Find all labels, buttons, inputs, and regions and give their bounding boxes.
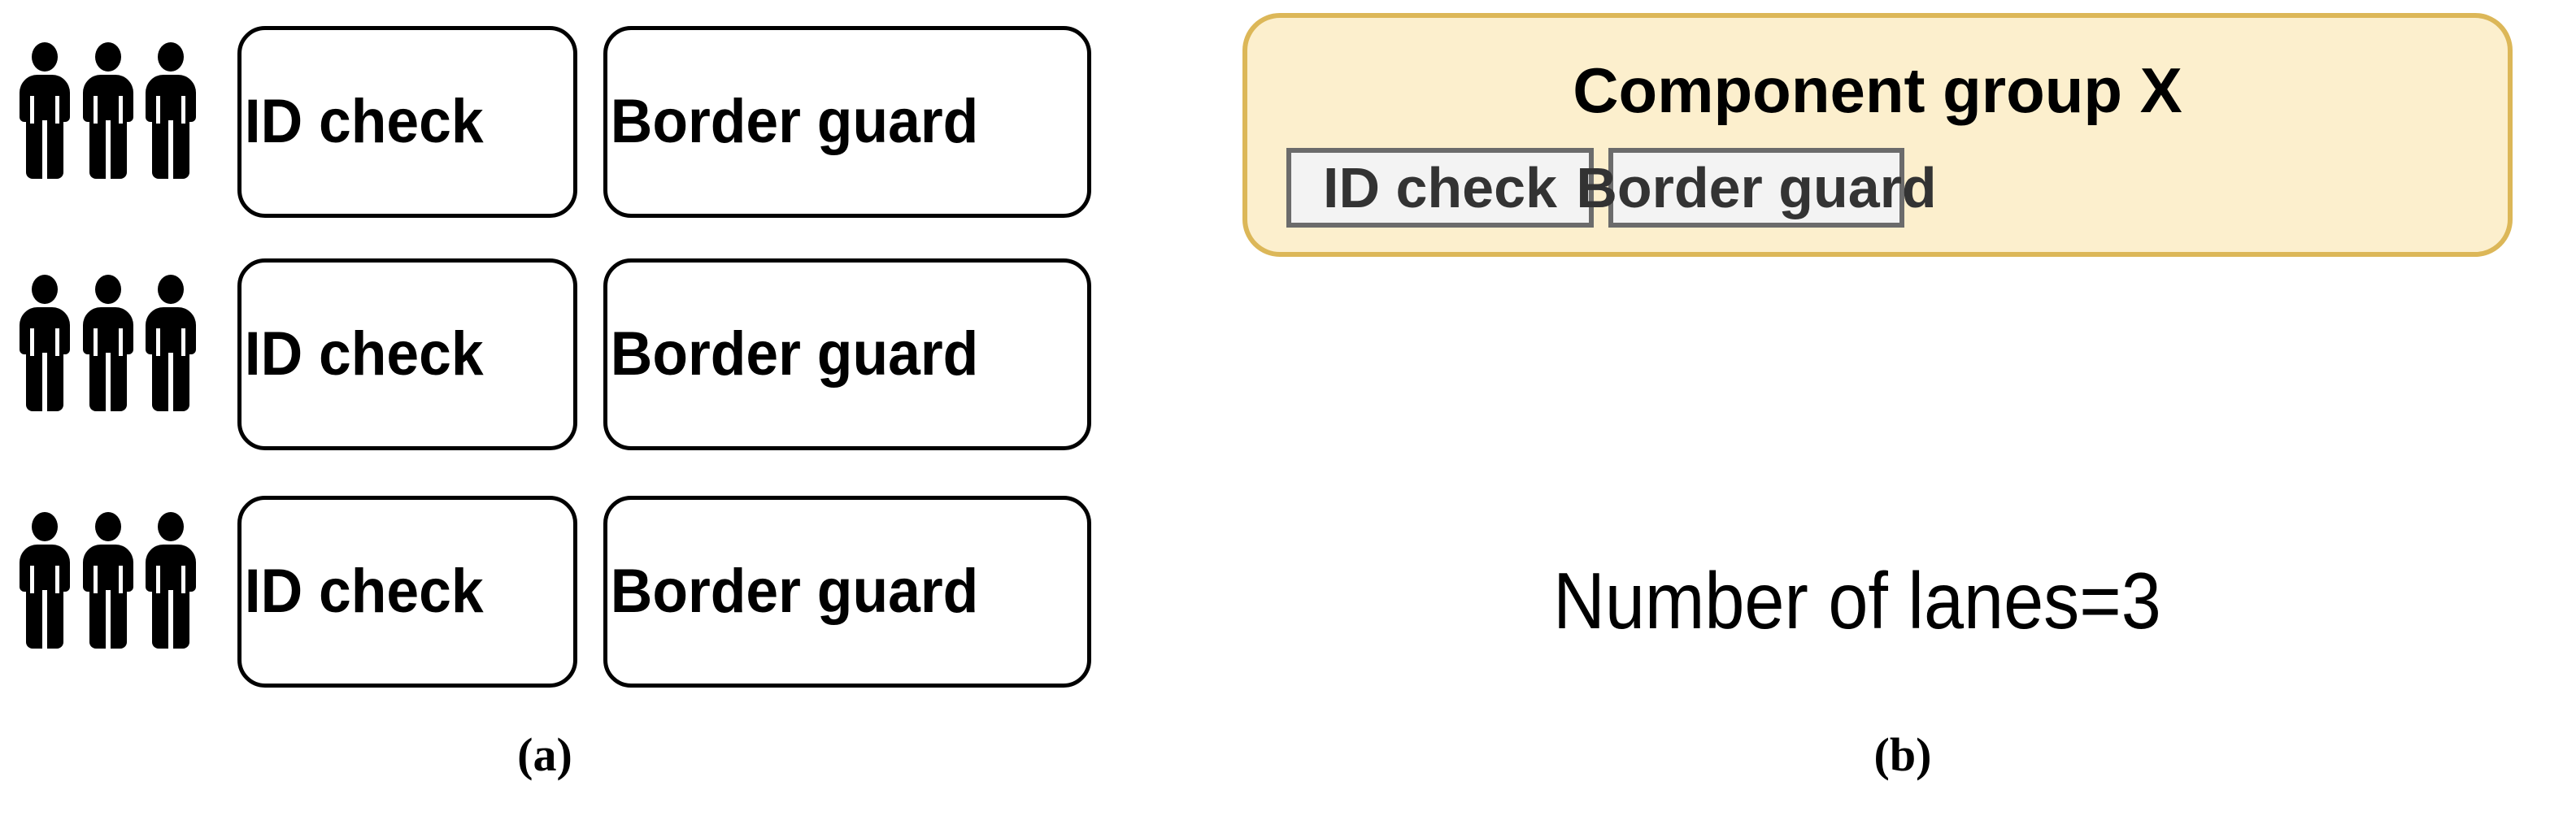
border-guard-label: Border guard: [610, 557, 979, 626]
id-check-label: ID check: [244, 557, 484, 626]
person-left-arm-gap: [94, 566, 98, 593]
person-right-arm-gap: [119, 96, 123, 124]
person-right-arm-gap: [55, 566, 59, 593]
person-leg-gap: [42, 120, 47, 179]
person-right-arm-gap: [181, 566, 185, 593]
border-guard-label: Border guard: [610, 87, 979, 156]
person-icon: [83, 512, 133, 649]
border-guard-label: Border guard: [610, 319, 979, 388]
component-border-guard-label: Border guard: [1576, 156, 1937, 219]
person-leg-gap: [168, 120, 173, 179]
id-check-box[interactable]: ID check: [237, 258, 577, 450]
subfigure-caption-b: (b): [1873, 728, 1932, 781]
person-right-arm-gap: [55, 96, 59, 124]
person-icon: [20, 275, 70, 411]
id-check-label: ID check: [244, 319, 484, 388]
person-left-arm-gap: [156, 328, 160, 356]
id-check-box[interactable]: ID check: [237, 26, 577, 218]
person-right-arm-gap: [119, 328, 123, 356]
person-body: [83, 545, 133, 592]
panel-a: ID check Border guard: [0, 0, 1138, 816]
person-right-arm-gap: [181, 96, 185, 124]
person-leg-gap: [106, 353, 111, 411]
person-body: [20, 307, 70, 354]
border-guard-box[interactable]: Border guard: [603, 258, 1091, 450]
person-body: [20, 75, 70, 122]
person-right-arm-gap: [181, 328, 185, 356]
person-icon: [20, 42, 70, 179]
person-head: [95, 275, 121, 304]
subfigure-caption-a: (a): [517, 728, 572, 781]
passenger-queue: [15, 275, 218, 413]
person-left-arm-gap: [94, 328, 98, 356]
person-leg-gap: [42, 353, 47, 411]
person-left-arm-gap: [30, 328, 34, 356]
border-guard-box[interactable]: Border guard: [603, 26, 1091, 218]
passenger-queue: [15, 42, 218, 180]
person-left-arm-gap: [30, 566, 34, 593]
person-body: [83, 307, 133, 354]
person-head: [95, 512, 121, 541]
person-icon: [83, 275, 133, 411]
person-right-arm-gap: [55, 328, 59, 356]
person-body: [20, 545, 70, 592]
component-border-guard[interactable]: Border guard: [1576, 148, 1937, 228]
person-head: [158, 42, 184, 72]
id-check-label: ID check: [244, 87, 484, 156]
person-head: [32, 512, 58, 541]
person-body: [146, 75, 196, 122]
person-left-arm-gap: [30, 96, 34, 124]
person-head: [32, 275, 58, 304]
person-head: [158, 275, 184, 304]
person-icon: [146, 275, 196, 411]
panel-b: Component group X ID check Border guard …: [1138, 0, 2576, 816]
person-icon: [83, 42, 133, 179]
person-left-arm-gap: [156, 96, 160, 124]
person-icon: [146, 42, 196, 179]
person-leg-gap: [42, 590, 47, 649]
person-head: [158, 512, 184, 541]
passenger-queue: [15, 512, 218, 650]
person-leg-gap: [168, 590, 173, 649]
person-left-arm-gap: [94, 96, 98, 124]
component-id-check-label: ID check: [1323, 156, 1557, 219]
person-right-arm-gap: [119, 566, 123, 593]
person-leg-gap: [106, 120, 111, 179]
person-left-arm-gap: [156, 566, 160, 593]
component-group-title: Component group X: [1573, 54, 2182, 126]
number-of-lanes-note: Number of lanes=3: [1553, 556, 2161, 645]
person-body: [146, 307, 196, 354]
person-body: [146, 545, 196, 592]
person-icon: [146, 512, 196, 649]
person-icon: [20, 512, 70, 649]
component-id-check[interactable]: ID check: [1286, 148, 1594, 228]
id-check-box[interactable]: ID check: [237, 496, 577, 688]
border-guard-box[interactable]: Border guard: [603, 496, 1091, 688]
person-leg-gap: [106, 590, 111, 649]
person-body: [83, 75, 133, 122]
person-leg-gap: [168, 353, 173, 411]
person-head: [95, 42, 121, 72]
component-group-box[interactable]: Component group X ID check Border guard: [1242, 13, 2513, 257]
person-head: [32, 42, 58, 72]
